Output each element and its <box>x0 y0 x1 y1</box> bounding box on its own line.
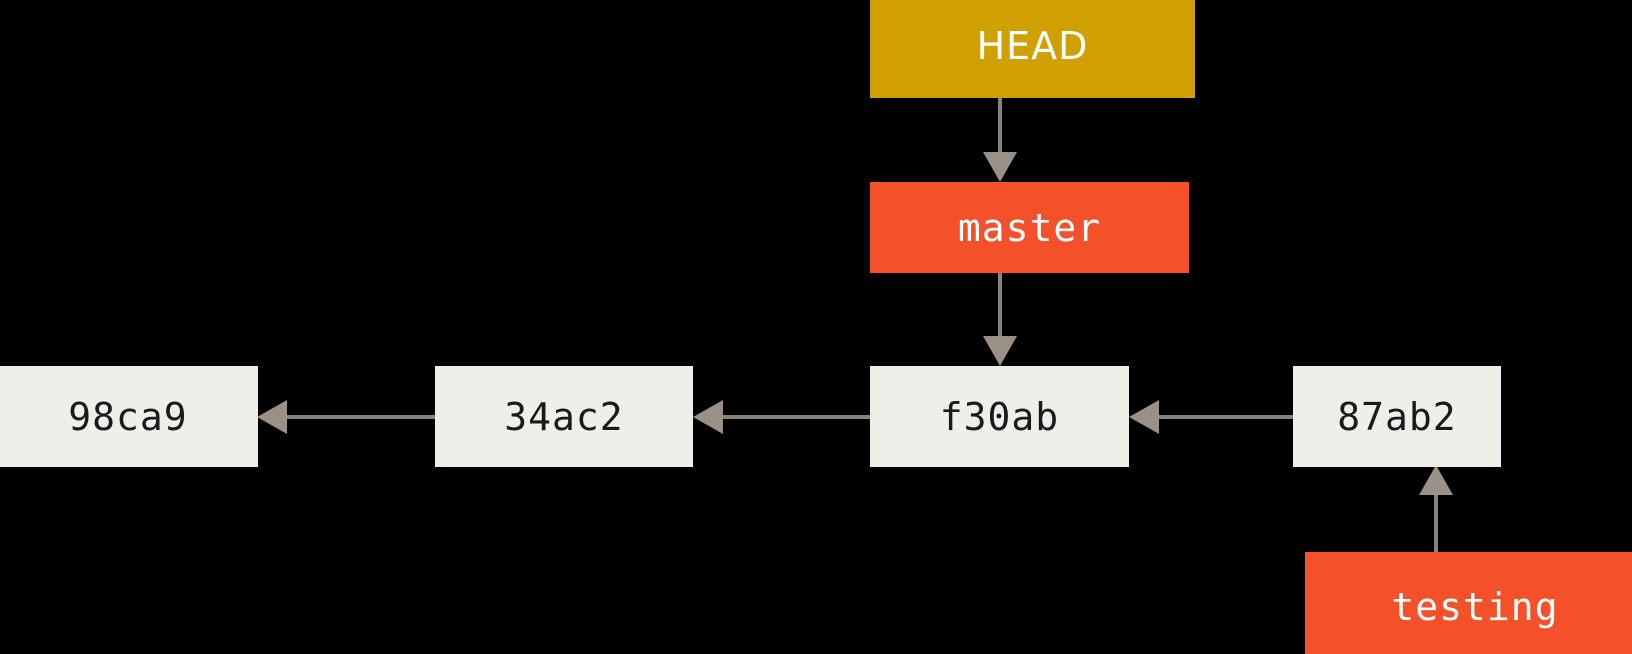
branch-testing[interactable]: testing <box>1305 552 1632 654</box>
edge-testing-to-87ab2 <box>1419 465 1453 552</box>
branch-master-label: master <box>957 205 1102 250</box>
commit-f30ab-label: f30ab <box>939 394 1060 439</box>
commit-87ab2-label: 87ab2 <box>1337 394 1457 439</box>
commit-34ac2[interactable]: 34ac2 <box>435 366 693 467</box>
edge-head-to-master <box>983 98 1017 182</box>
commit-f30ab[interactable]: f30ab <box>870 366 1129 467</box>
head-pointer-label: HEAD <box>976 24 1089 68</box>
edge-34ac2-to-98ca9 <box>257 400 435 434</box>
commit-87ab2[interactable]: 87ab2 <box>1293 366 1501 467</box>
edge-f30ab-to-34ac2 <box>693 400 870 434</box>
branch-testing-label: testing <box>1391 585 1559 629</box>
edge-87ab2-to-f30ab <box>1129 400 1293 434</box>
branch-master[interactable]: master <box>870 182 1189 273</box>
commit-98ca9-label: 98ca9 <box>68 394 188 439</box>
commit-98ca9[interactable]: 98ca9 <box>0 366 258 467</box>
commit-34ac2-label: 34ac2 <box>504 394 624 439</box>
edge-master-to-f30ab <box>983 273 1017 366</box>
head-pointer[interactable]: HEAD <box>870 0 1195 98</box>
